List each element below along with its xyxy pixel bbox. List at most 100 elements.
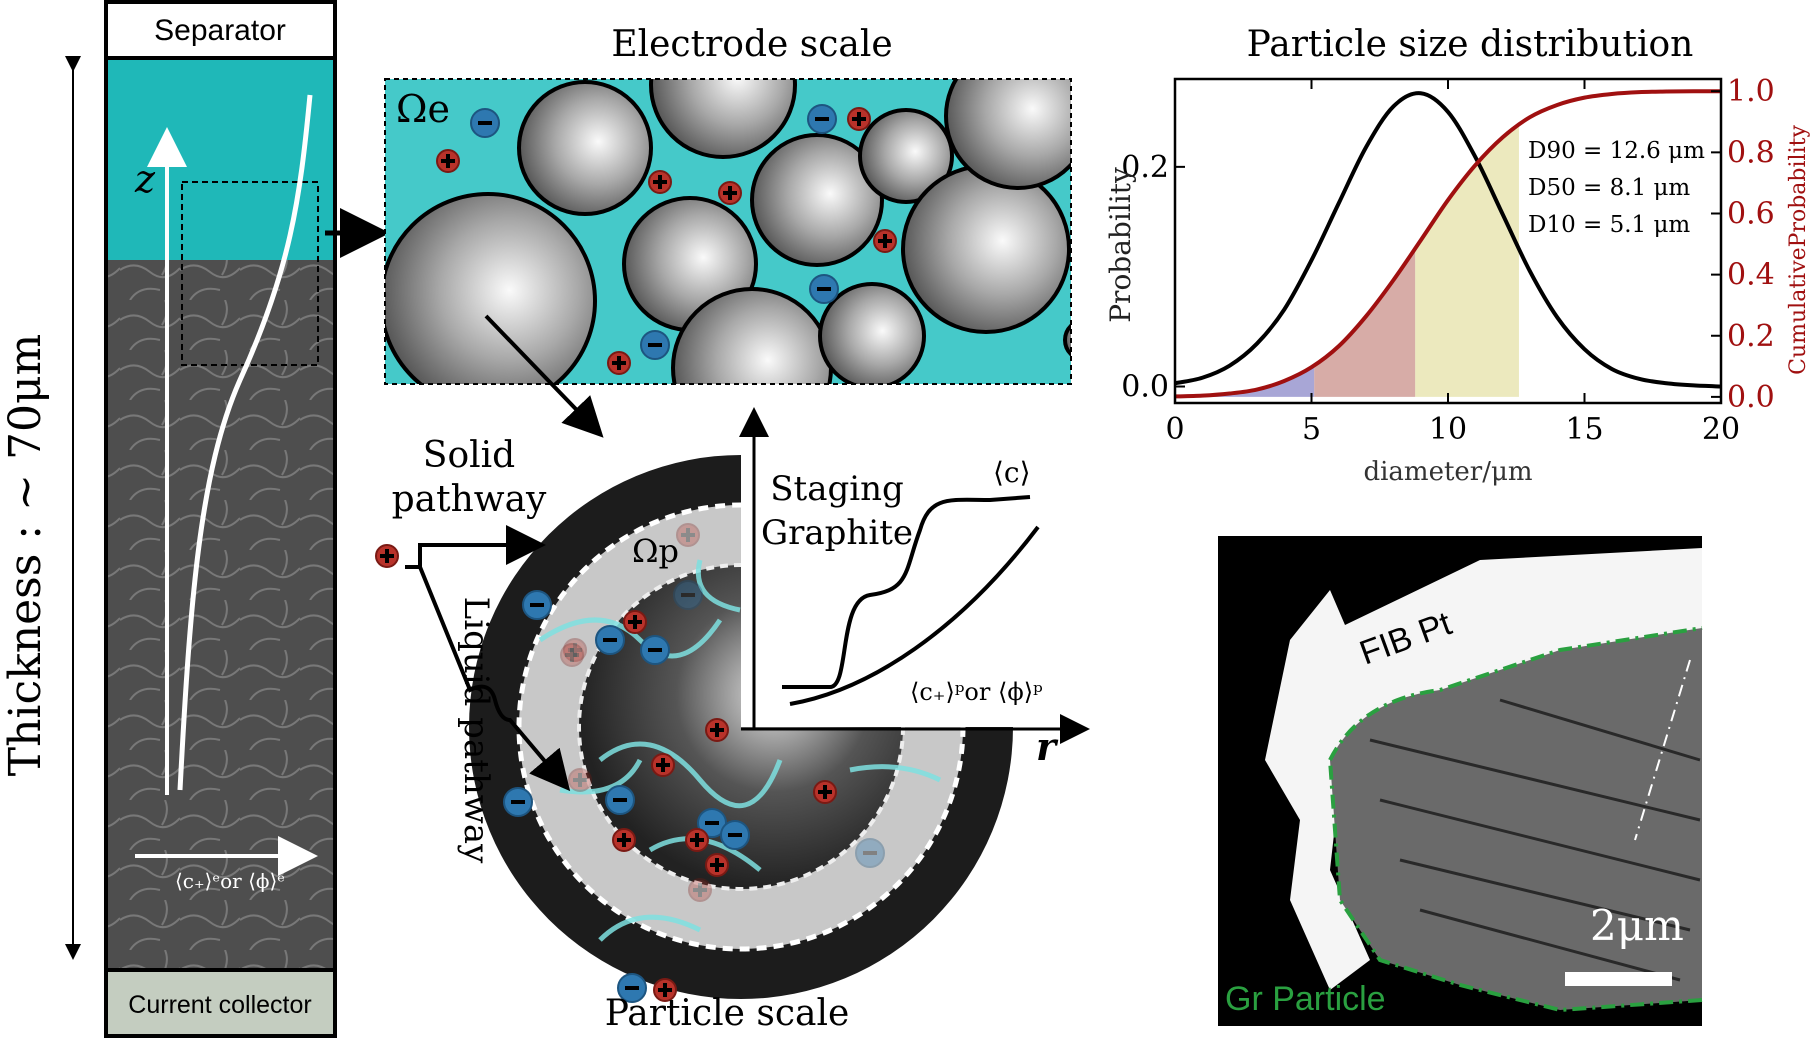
scale-bar-label: 2μm xyxy=(1590,901,1684,950)
cation-icon xyxy=(688,878,712,902)
cation-icon xyxy=(648,170,672,194)
chart-title: Particle size distribution xyxy=(1247,24,1694,65)
shaded-region xyxy=(1415,125,1519,397)
electrode-scale-title: Electrode scale xyxy=(611,24,892,65)
y-axis-label: Probability xyxy=(1104,167,1137,323)
y-right-tick-label: 1.0 xyxy=(1727,74,1775,109)
electrode-box xyxy=(384,78,1072,385)
cation-icon xyxy=(653,978,677,1002)
x-tick-label: 15 xyxy=(1565,412,1603,447)
sem-micrograph: FIB Pt 2μm Gr Particle xyxy=(1218,536,1703,1026)
x-tick-label: 20 xyxy=(1702,412,1740,447)
cation-icon xyxy=(676,523,700,547)
particle-spheres xyxy=(385,79,1071,384)
y-right-axis-label: CumulativeProbability xyxy=(1786,125,1811,375)
solid-pathway-arrow xyxy=(405,525,546,569)
y-tick-label: 0.2 xyxy=(1121,150,1169,185)
x-tick-label: 0 xyxy=(1165,412,1184,447)
d10-annotation: D10 = 5.1 μm xyxy=(1528,212,1690,238)
particle-sphere-icon xyxy=(818,282,926,384)
particle-scale-title: Particle scale xyxy=(605,993,850,1034)
anion-icon xyxy=(640,635,670,665)
cation-icon xyxy=(563,638,587,662)
collector-label: Current collector xyxy=(128,991,311,1019)
collector-box xyxy=(104,968,337,1038)
y-right-tick-label: 0.6 xyxy=(1727,196,1775,231)
x-tick-label: 5 xyxy=(1302,412,1321,447)
staging-curve xyxy=(782,495,1031,689)
x-tick-label: 10 xyxy=(1429,412,1467,447)
liquid-pathway-arrow xyxy=(405,565,571,792)
anion-icon xyxy=(855,838,885,868)
particle-sphere-icon xyxy=(385,192,597,384)
cation-icon xyxy=(847,107,871,131)
cation-icon xyxy=(560,643,584,667)
cation-icon xyxy=(718,181,742,205)
cation-icon xyxy=(813,780,837,804)
cation-icon xyxy=(623,610,647,634)
particle-sphere-icon xyxy=(649,79,797,159)
particle-sphere-icon xyxy=(858,108,954,204)
cation-icon xyxy=(375,544,399,568)
cation-icon xyxy=(685,828,709,852)
anion-icon xyxy=(809,274,839,304)
y-right-tick-label: 0.2 xyxy=(1727,319,1775,354)
thickness-label: Thickness : ~ 70μm xyxy=(0,334,51,777)
fib-pt-deposit xyxy=(1265,548,1702,990)
anion-icon xyxy=(640,330,670,360)
cation-icon xyxy=(607,351,631,375)
column-x-axis-label: ⟨c₊⟩ᵉor ⟨ϕ⟩ᵉ xyxy=(175,869,285,893)
y-right-tick-label: 0.8 xyxy=(1727,135,1775,170)
d90-annotation: D90 = 12.6 μm xyxy=(1528,138,1705,164)
size-distribution-chart: Particle size distribution 0 5 10 15 200.0 0.… xyxy=(1104,24,1811,487)
z-axis-label: z xyxy=(134,157,156,201)
anion-icon xyxy=(503,787,533,817)
shaded-region xyxy=(1175,365,1315,397)
electrode-column: Separator Current collector z ⟨c₊⟩ᵉor ⟨ϕ… xyxy=(0,0,390,1038)
particle-sphere-icon xyxy=(750,133,884,267)
anion-icon xyxy=(470,108,500,138)
y-right-tick-label: 0.4 xyxy=(1727,258,1775,293)
particle-outline xyxy=(1328,626,1703,1013)
electrode-ions xyxy=(436,104,897,375)
particle-sphere-icon xyxy=(517,80,653,216)
anion-icon xyxy=(807,104,837,134)
scale-bar xyxy=(1565,972,1672,986)
anion-icon xyxy=(720,820,750,850)
particle-sphere-icon xyxy=(671,287,833,384)
cation-icon xyxy=(705,853,729,877)
cation-icon xyxy=(705,718,729,742)
particle-ions xyxy=(375,523,885,1003)
to-particle-arrow xyxy=(484,314,604,438)
electrode-scale-panel: Electrode scale Ωe xyxy=(384,24,1072,438)
anion-icon xyxy=(605,785,635,815)
anion-icon xyxy=(617,973,647,1003)
cation-icon xyxy=(612,828,636,852)
x-axis-label: diameter/μm xyxy=(1363,457,1532,487)
y-right-tick-label: 0.0 xyxy=(1727,380,1775,415)
cation-icon xyxy=(436,149,460,173)
cation-icon xyxy=(651,753,675,777)
anion-icon xyxy=(522,590,552,620)
omega-e-label: Ωe xyxy=(396,87,450,131)
anion-icon xyxy=(595,625,625,655)
particle-sphere-icon xyxy=(1063,323,1071,357)
gr-particle-label: Gr Particle xyxy=(1225,980,1386,1018)
electrode-sem-region xyxy=(106,260,335,970)
anion-icon xyxy=(673,580,703,610)
cation-icon xyxy=(568,768,592,792)
smooth-curve xyxy=(789,525,1040,706)
c-label: ⟨c⟩ xyxy=(993,456,1031,489)
cation-icon xyxy=(873,229,897,253)
omega-p-label: Ωp xyxy=(632,532,679,570)
liquid-pathway-label: Liquid pathway xyxy=(456,597,496,865)
concentration-profile-curve xyxy=(177,94,313,791)
particle-sphere-icon xyxy=(901,164,1071,334)
electrolyte-region xyxy=(106,58,335,260)
r-axis-label: r xyxy=(1036,724,1059,769)
